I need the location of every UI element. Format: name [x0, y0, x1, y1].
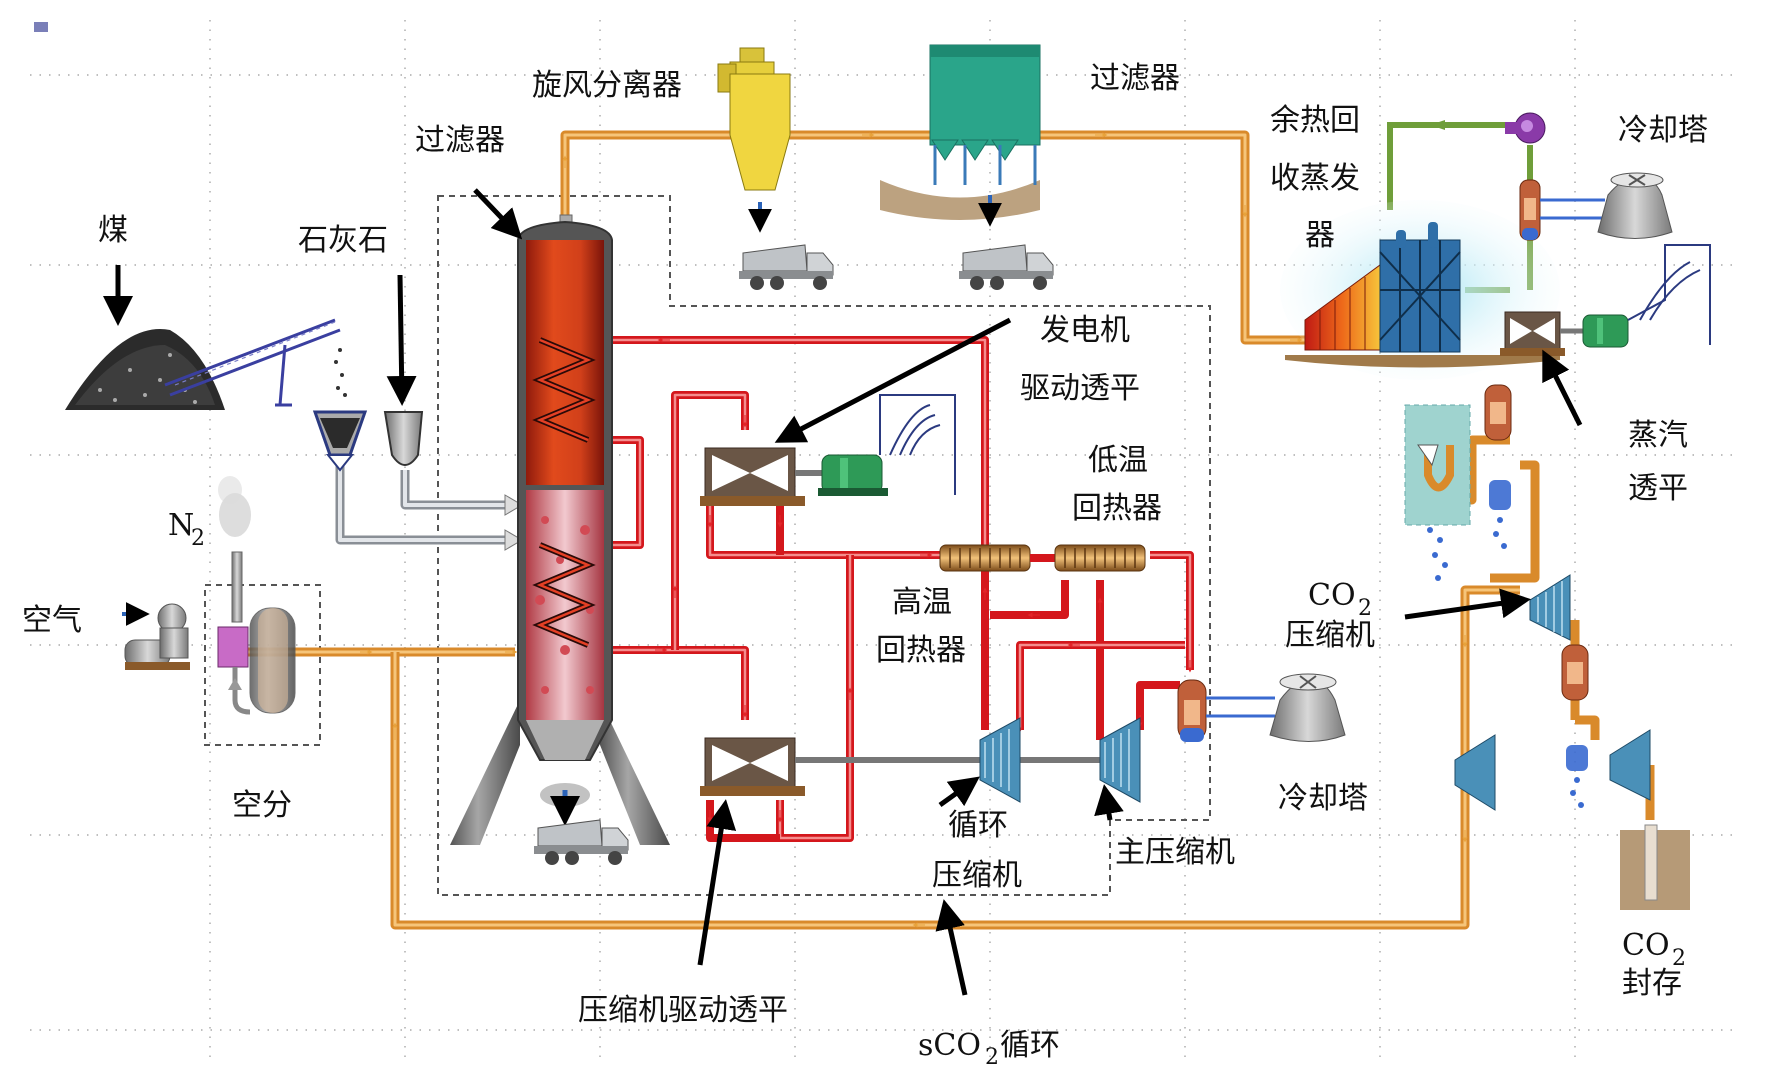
- hrsg-icon: [1280, 200, 1560, 380]
- label-n2-sub: 2: [191, 526, 205, 551]
- limestone-hopper-icon: [383, 411, 424, 466]
- label-filter-top: 过滤器: [1090, 61, 1180, 96]
- storage-well-icon: [1620, 824, 1690, 910]
- conveyor-icon: [164, 318, 347, 407]
- power-line-icon: [879, 394, 956, 495]
- dump-truck-icon: [739, 244, 834, 290]
- label-main-comp: 主压缩机: [1115, 835, 1235, 870]
- label-n2: N: [168, 508, 194, 543]
- label-sco2-rest: 循环: [1000, 1028, 1060, 1063]
- steam-generator-icon: [1582, 314, 1629, 348]
- ht-recuperator-icon: [939, 544, 1031, 572]
- sco2-cycle-boundary: [437, 195, 1211, 896]
- label-hrsg-line1: 余热回: [1270, 103, 1360, 138]
- cooling-water-lines: [1206, 696, 1275, 718]
- co2-booster-compressor-icon: [1454, 729, 1651, 811]
- label-hrsg-line2: 收蒸发: [1270, 161, 1360, 196]
- callout-arrows: [103, 188, 1583, 996]
- label-lt-recup-line1: 低温: [1088, 443, 1148, 478]
- label-storage-sub: 2: [1672, 946, 1686, 971]
- label-generator-line2: 驱动透平: [1020, 371, 1140, 406]
- label-cooling-tower-top: 冷却塔: [1618, 113, 1708, 148]
- recirc-compressor-icon: [979, 717, 1021, 803]
- steam-power-line-icon: [1627, 244, 1711, 345]
- background-grid: [30, 20, 1740, 1060]
- label-limestone: 石灰石: [298, 223, 388, 258]
- label-coal: 煤: [98, 213, 128, 248]
- label-comp-turbine: 压缩机驱动透平: [578, 993, 788, 1028]
- label-recirc-comp-line1: 循环: [948, 808, 1008, 843]
- lt-recuperator-icon: [1054, 544, 1146, 572]
- pump-icon: [1505, 112, 1546, 144]
- precooler-icon: [1177, 679, 1207, 742]
- coal-pile-icon: [65, 329, 225, 410]
- label-generator-line1: 发电机: [1040, 313, 1130, 348]
- label-filter-furnace: 过滤器: [415, 123, 505, 158]
- labels: 煤 石灰石 N 2 空气 空分 旋风分离器 过滤器 过滤器 余热回 收蒸发 器 …: [22, 61, 1708, 1070]
- label-co2-comp-sub: 2: [1358, 596, 1372, 621]
- steam-turbine-icon: [1500, 311, 1565, 356]
- condenser-icon: [1519, 179, 1541, 241]
- corner-mark-icon: [34, 22, 48, 32]
- label-hrsg-line3: 器: [1305, 218, 1335, 253]
- main-compressor-icon: [1099, 717, 1141, 803]
- dump-truck-icon: [534, 819, 629, 865]
- solid-feed-pipes: [335, 460, 523, 551]
- cyclone-icon: [717, 47, 791, 233]
- air-blower-icon: [124, 603, 190, 670]
- generator-icon: [818, 454, 888, 496]
- compressor-turbine-icon: [700, 737, 805, 796]
- label-co2-comp-co: CO: [1308, 578, 1356, 613]
- dump-truck-icon: [959, 244, 1054, 290]
- water-separator-icon: [1404, 404, 1471, 581]
- intercooler-icon: [1561, 644, 1589, 808]
- cooling-tower-icon: [1269, 673, 1346, 742]
- label-air: 空气: [22, 603, 82, 638]
- co2-compressor-icon: [1529, 574, 1571, 641]
- label-cyclone: 旋风分离器: [532, 68, 682, 103]
- label-ht-recup-line2: 回热器: [876, 633, 966, 668]
- cooling-tower-icon: [1597, 172, 1673, 239]
- label-sco2-s: sCO: [918, 1028, 981, 1063]
- label-ht-recup-line1: 高温: [892, 585, 952, 620]
- intercooler-icon: [1484, 384, 1512, 549]
- furnace-icon: [450, 214, 670, 845]
- label-lt-recup-line2: 回热器: [1072, 491, 1162, 526]
- asu-boundary: [204, 584, 321, 746]
- label-sco2-sub: 2: [985, 1045, 999, 1070]
- asu-unit-icon: [217, 476, 296, 715]
- label-steam-turbine-line2: 透平: [1628, 471, 1688, 506]
- label-asu: 空分: [232, 788, 292, 823]
- label-storage-line2: 封存: [1622, 966, 1682, 1001]
- generator-turbine-icon: [700, 447, 805, 506]
- label-storage-co: CO: [1622, 928, 1670, 963]
- label-recirc-comp-line2: 压缩机: [932, 858, 1022, 893]
- sco2-pipes: [555, 336, 1194, 842]
- label-cooling-tower-bottom: 冷却塔: [1278, 781, 1368, 816]
- baghouse-filter-icon: [880, 44, 1041, 227]
- coal-hopper-icon: [312, 410, 368, 472]
- label-co2-comp-line2: 压缩机: [1285, 618, 1375, 653]
- label-steam-turbine-line1: 蒸汽: [1628, 418, 1688, 453]
